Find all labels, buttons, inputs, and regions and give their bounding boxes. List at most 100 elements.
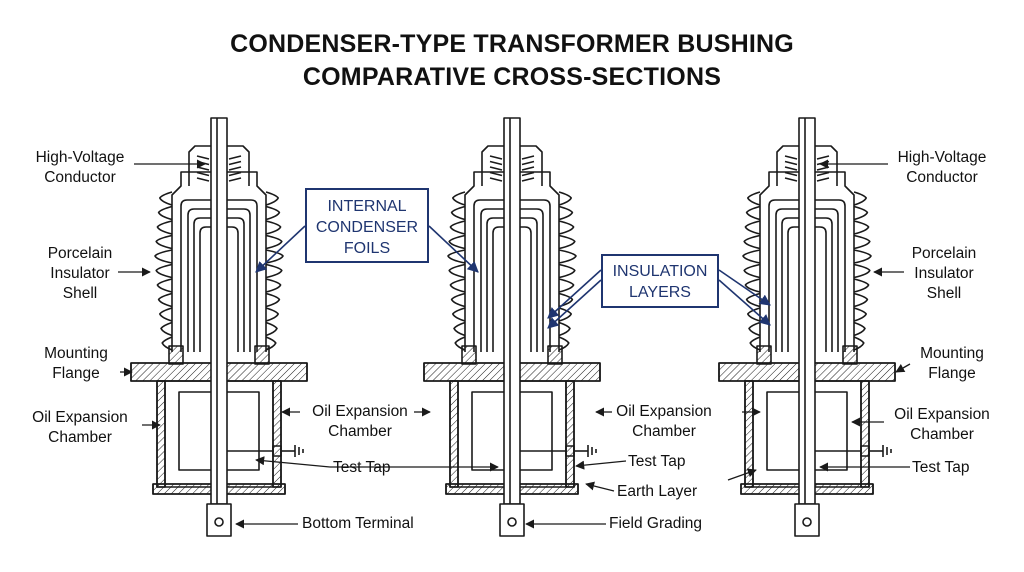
porcelain-shed-right [558, 234, 576, 250]
porcelain-shed-left [156, 278, 173, 293]
label-text: Chamber [48, 429, 112, 446]
label-text: High-Voltage [35, 149, 125, 166]
porcelain-shed-right [558, 249, 577, 264]
chamber-wall-right [272, 380, 282, 488]
porcelain-shed-left [156, 220, 173, 235]
porcelain-shed-left [449, 278, 466, 293]
porcelain-shed-right [265, 205, 281, 221]
porcelain-shed-right [265, 220, 282, 235]
diagram-title-line-1: CONDENSER-TYPE TRANSFORMER BUSHING [230, 30, 794, 58]
spring-coil [784, 171, 830, 177]
porcelain-shed-right [265, 292, 281, 308]
spring-coil [489, 155, 535, 160]
porcelain-shed-left [745, 292, 761, 308]
porcelain-shed-left [159, 191, 173, 206]
porcelain-shed-right [853, 336, 865, 351]
diagram-title-line-2: COMPARATIVE CROSS-SECTIONS [302, 63, 722, 91]
porcelain-shed-left [155, 234, 173, 250]
callout-insulation-layers: INSULATION LAYERS [601, 254, 719, 308]
leader-earth-layer [585, 481, 615, 492]
bushing-1 [130, 117, 308, 537]
porcelain-shed-right [558, 263, 576, 279]
porcelain-shed-right [558, 336, 570, 351]
porcelain-shed-left [744, 220, 761, 235]
label-text: Oil Expansion [32, 409, 128, 426]
label-mounting-flange-left: Mounting Flange [34, 344, 118, 384]
spring-coil [489, 171, 535, 177]
chamber-wall-right [565, 380, 575, 488]
bushing-cross-sections [130, 117, 896, 537]
leader-test-tap-left [255, 456, 331, 468]
label-earth-layer: Earth Layer [617, 483, 698, 500]
label-text: Oil Expansion [312, 403, 408, 420]
porcelain-shed-left [743, 234, 761, 250]
porcelain-shed-left [747, 307, 761, 322]
label-test-tap-right: Test Tap [912, 459, 970, 476]
arrow-insulation-to-right-upper [718, 269, 771, 306]
porcelain-shed-right [853, 292, 869, 308]
label-porcelain-insulator-shell-right: Porcelain Insulator Shell [902, 244, 986, 304]
label-text: Shell [926, 285, 962, 302]
porcelain-shed-right [853, 191, 867, 206]
porcelain-shed-right [265, 249, 284, 264]
spring-coil [196, 177, 242, 182]
arrow-foils-to-middle [428, 225, 479, 273]
porcelain-shed-right [265, 263, 283, 279]
porcelain-shed-left [159, 307, 173, 322]
terminal-hole [214, 517, 224, 527]
spring-coil [784, 155, 830, 160]
arrow-insulation-to-right-lower [718, 279, 771, 326]
label-text: Conductor [906, 169, 978, 186]
porcelain-shed-right [558, 205, 574, 221]
porcelain-shed-left [157, 205, 173, 221]
bottom-terminal-lug [499, 503, 525, 537]
porcelain-shed-left [745, 205, 761, 221]
porcelain-shed-left [448, 263, 466, 279]
porcelain-shed-right [265, 336, 277, 351]
spring-coil [196, 171, 242, 177]
label-mounting-flange-right: Mounting Flange [910, 344, 994, 384]
seal-block-left [168, 345, 184, 365]
label-high-voltage-conductor-right: High-Voltage Conductor [890, 148, 994, 188]
label-field-grading: Field Grading [609, 515, 703, 532]
chamber-wall-left [156, 380, 166, 488]
earth-symbol [882, 445, 892, 457]
bottom-terminal-lug [794, 503, 820, 537]
leader-chamber-right-bottom [727, 468, 757, 481]
porcelain-shed-right [558, 321, 571, 337]
earth-symbol [587, 445, 597, 457]
porcelain-shed-left [155, 263, 173, 279]
label-text: Chamber [910, 426, 974, 443]
porcelain-shed-left [160, 321, 173, 337]
leader-test-tap-middle [575, 460, 627, 470]
label-oil-expansion-chamber-right: Oil Expansion Chamber [882, 405, 1002, 445]
porcelain-shed-right [265, 307, 279, 322]
arrow-insulation-to-middle-lower [547, 279, 602, 329]
label-text: Flange [928, 365, 976, 382]
porcelain-shed-right [853, 234, 871, 250]
label-text: Conductor [44, 169, 116, 186]
callout-insulation-line-1: INSULATION [612, 263, 708, 280]
porcelain-shed-left [157, 292, 173, 308]
porcelain-shed-right [265, 321, 278, 337]
label-test-tap-middle: Test Tap [628, 453, 686, 470]
chamber-wall-right [860, 380, 870, 488]
porcelain-shed-right [558, 191, 572, 206]
label-text: Mounting [920, 345, 984, 362]
bushing-2 [423, 117, 601, 537]
porcelain-shed-left [749, 336, 761, 351]
label-text: Insulator [50, 265, 110, 282]
seal-block-right [254, 345, 270, 365]
porcelain-shed-right [853, 220, 870, 235]
terminal-hole [802, 517, 812, 527]
porcelain-shed-left [449, 220, 466, 235]
callout-foils-line-3: FOILS [343, 240, 391, 257]
porcelain-shed-left [742, 249, 761, 264]
porcelain-shed-right [853, 278, 870, 293]
earth-symbol [294, 445, 304, 457]
label-oil-expansion-chamber-left-inner: Oil Expansion Chamber [300, 402, 420, 442]
porcelain-shed-left [744, 278, 761, 293]
terminal-hole [507, 517, 517, 527]
porcelain-shed-left [161, 336, 173, 351]
seal-block-left [461, 345, 477, 365]
